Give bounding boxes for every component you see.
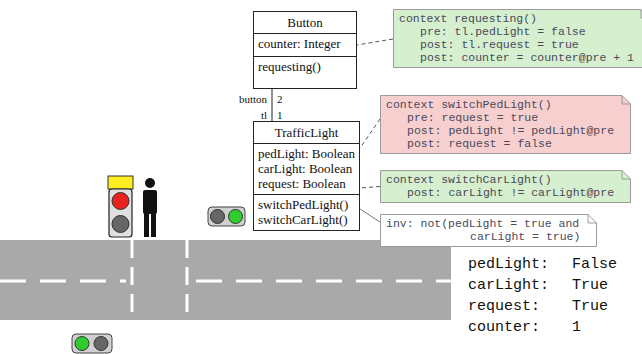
state-value: 1 — [572, 319, 581, 336]
green-lamp — [75, 337, 89, 351]
lamp-off — [211, 210, 225, 224]
ocl-line: pre: tl.pedLight = false — [399, 25, 634, 38]
state-variable: carLight: — [468, 277, 549, 294]
ocl-line: post: pedLight != pedLight@pre — [386, 124, 614, 137]
state-variable: counter: — [468, 319, 540, 336]
ocl-line: context requesting() — [399, 12, 634, 25]
role-name: button — [239, 93, 267, 105]
ocl-line: post: carLight != carLight@pre — [386, 186, 614, 199]
note-anchor-line — [360, 209, 380, 222]
car-light — [72, 334, 112, 353]
association-line — [272, 89, 273, 121]
ocl-note: context switchPedLight()pre: request = t… — [380, 95, 630, 154]
class-box: TrafficLight pedLight: BooleancarLight: B… — [253, 121, 360, 231]
ocl-line: inv: not(pedLight = true and — [386, 217, 580, 230]
ocl-line: post: request = false — [386, 137, 614, 150]
green-lamp — [229, 210, 243, 224]
state-value: True — [572, 298, 608, 315]
state-value: True — [572, 277, 608, 294]
leg — [151, 213, 156, 237]
role-name: tl — [261, 109, 267, 121]
attribute: carLight: Boolean — [258, 161, 355, 176]
ocl-note: inv: not(pedLight = true andcarLight = t… — [380, 214, 596, 247]
attribute: pedLight: Boolean — [258, 146, 355, 161]
light-housing — [109, 189, 132, 237]
attribute: counter: Integer — [258, 36, 352, 51]
ocl-line: carLight = true) — [386, 230, 580, 243]
operation-compartment: switchPedLight()switchCarLight() — [254, 194, 359, 230]
class-name-compartment: Button — [254, 12, 356, 33]
crosswalk-line — [186, 240, 189, 320]
ocl-line: post: tl.request = true — [399, 38, 634, 51]
class-name-compartment: TrafficLight — [254, 122, 359, 143]
operation: switchPedLight() — [258, 197, 355, 212]
note-shape — [381, 215, 597, 247]
road — [0, 240, 451, 320]
attribute-compartment: counter: Integer — [254, 33, 356, 56]
note-fold — [641, 10, 642, 19]
class-name: Button — [258, 15, 352, 30]
note-shape — [394, 10, 642, 68]
request-button — [108, 176, 133, 189]
note-fold — [588, 215, 597, 224]
lane-marking — [0, 280, 126, 283]
head — [145, 178, 155, 188]
light-housing — [208, 207, 245, 226]
green-lamp-off — [112, 216, 129, 233]
class-name: TrafficLight — [258, 125, 355, 140]
pedestrian-figure — [143, 178, 157, 237]
light-housing — [72, 334, 112, 353]
note-anchor-line — [357, 39, 393, 45]
body — [143, 190, 157, 214]
multiplicity: 1 — [277, 109, 283, 121]
attribute-compartment: pedLight: BooleancarLight: Booleanreques… — [254, 143, 359, 194]
note-anchor-line — [360, 119, 380, 148]
ocl-line: context switchCarLight() — [386, 173, 614, 186]
note-shape — [381, 171, 631, 203]
ocl-line: post: counter = counter@pre + 1 — [399, 51, 634, 64]
operation: switchCarLight() — [258, 212, 355, 227]
attribute: request: Boolean — [258, 176, 355, 191]
multiplicity: 2 — [277, 93, 283, 105]
state-variable: pedLight: — [468, 256, 549, 273]
red-lamp — [112, 193, 129, 210]
lane-marking — [196, 280, 451, 283]
lamp-off — [94, 337, 108, 351]
operation-compartment: requesting() — [254, 56, 356, 88]
ocl-line: pre: request = true — [386, 111, 614, 124]
class-box: Button counter: Integer requesting() — [253, 11, 357, 89]
ocl-note: context requesting()pre: tl.pedLight = f… — [393, 9, 642, 68]
leg — [144, 213, 149, 237]
ocl-line: context switchPedLight() — [386, 98, 614, 111]
note-fold — [622, 96, 631, 105]
crosswalk-line — [131, 240, 134, 320]
note-anchor-line — [360, 187, 380, 189]
pedestrian-light — [108, 176, 133, 237]
operation: requesting() — [258, 59, 352, 74]
note-fold — [622, 171, 631, 180]
car-light — [208, 207, 245, 226]
ocl-note: context switchCarLight()post: carLight !… — [380, 170, 630, 203]
state-variable: request: — [468, 298, 540, 315]
state-value: False — [572, 256, 617, 273]
note-shape — [381, 96, 631, 154]
